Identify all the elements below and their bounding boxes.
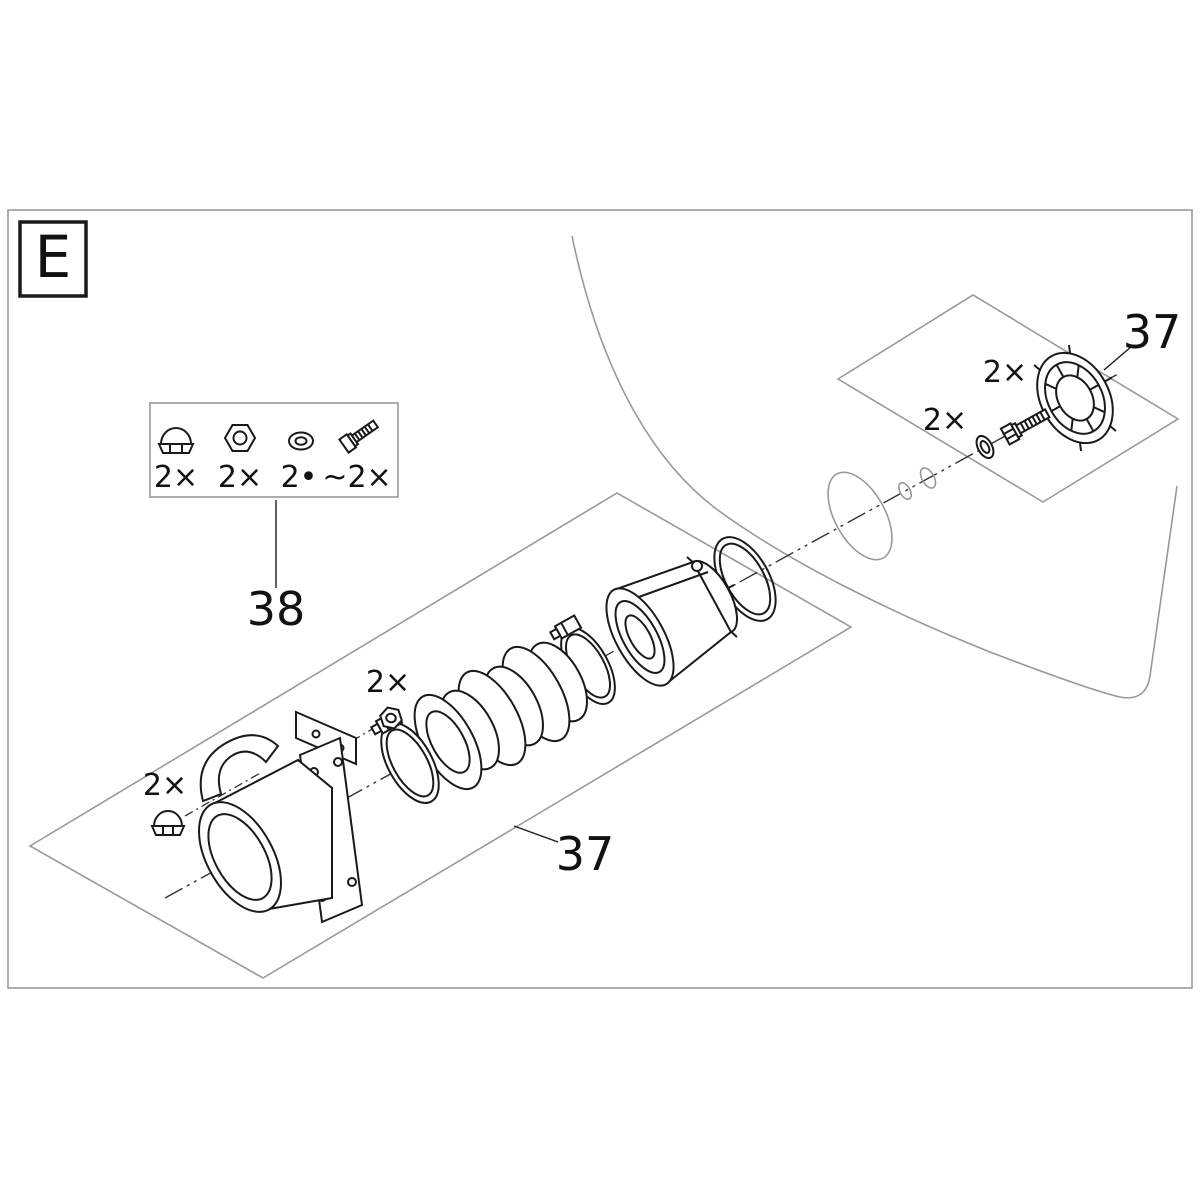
- part-label-37-upper: 37: [1123, 305, 1182, 359]
- part-label-38: 38: [247, 582, 306, 636]
- hardware-qty-cap-nut: 2×: [154, 460, 198, 495]
- part-label-37-lower: 37: [556, 827, 615, 881]
- gasket-ring: [827, 471, 893, 561]
- device-silhouette: [571, 235, 1178, 699]
- bellows-hose: [413, 641, 588, 791]
- frame-border: [7, 209, 1193, 989]
- hardware-qty-hex-nut: 2×: [218, 460, 262, 495]
- washer-icon: [288, 431, 314, 451]
- lower-assembly-37: 2× 2×: [143, 536, 777, 924]
- qty-upper-screw: 2×: [983, 355, 1027, 390]
- section-label-box: E: [18, 220, 88, 298]
- hex-nut: [379, 706, 403, 730]
- leader-line-37-upper: [1103, 345, 1133, 371]
- elbow-housing: [198, 710, 364, 924]
- small-o-ring: [898, 481, 912, 501]
- hardware-qty-washer: 2•: [281, 460, 318, 495]
- axis-line-cap-nut: [184, 771, 263, 817]
- hardware-kit-box: 2× 2× 2• ~2×: [149, 402, 399, 498]
- hardware-qty-bolt: ~2×: [322, 460, 391, 495]
- cap-nut-icon: [157, 427, 195, 454]
- cap-nut: [150, 810, 186, 836]
- threaded-ring: [1033, 344, 1117, 452]
- bolt-icon: [338, 419, 380, 454]
- washer: [975, 434, 995, 460]
- assembly-plane-upper: [836, 294, 1180, 503]
- screw: [999, 408, 1051, 446]
- small-washer-ring: [919, 467, 937, 489]
- hardware-kit-border: [149, 402, 399, 498]
- section-label: E: [35, 223, 72, 291]
- assembly-plane-lower: [28, 492, 853, 979]
- outlet-housing: [605, 556, 738, 687]
- leader-line-37-lower: [513, 825, 559, 843]
- qty-upper-washer: 2×: [923, 403, 967, 438]
- upper-assembly-37: 2× 2×: [923, 344, 1117, 460]
- hex-nut-icon: [223, 424, 257, 452]
- qty-lower-cap-nut: 2×: [143, 768, 187, 803]
- qty-lower-nut: 2×: [366, 665, 410, 700]
